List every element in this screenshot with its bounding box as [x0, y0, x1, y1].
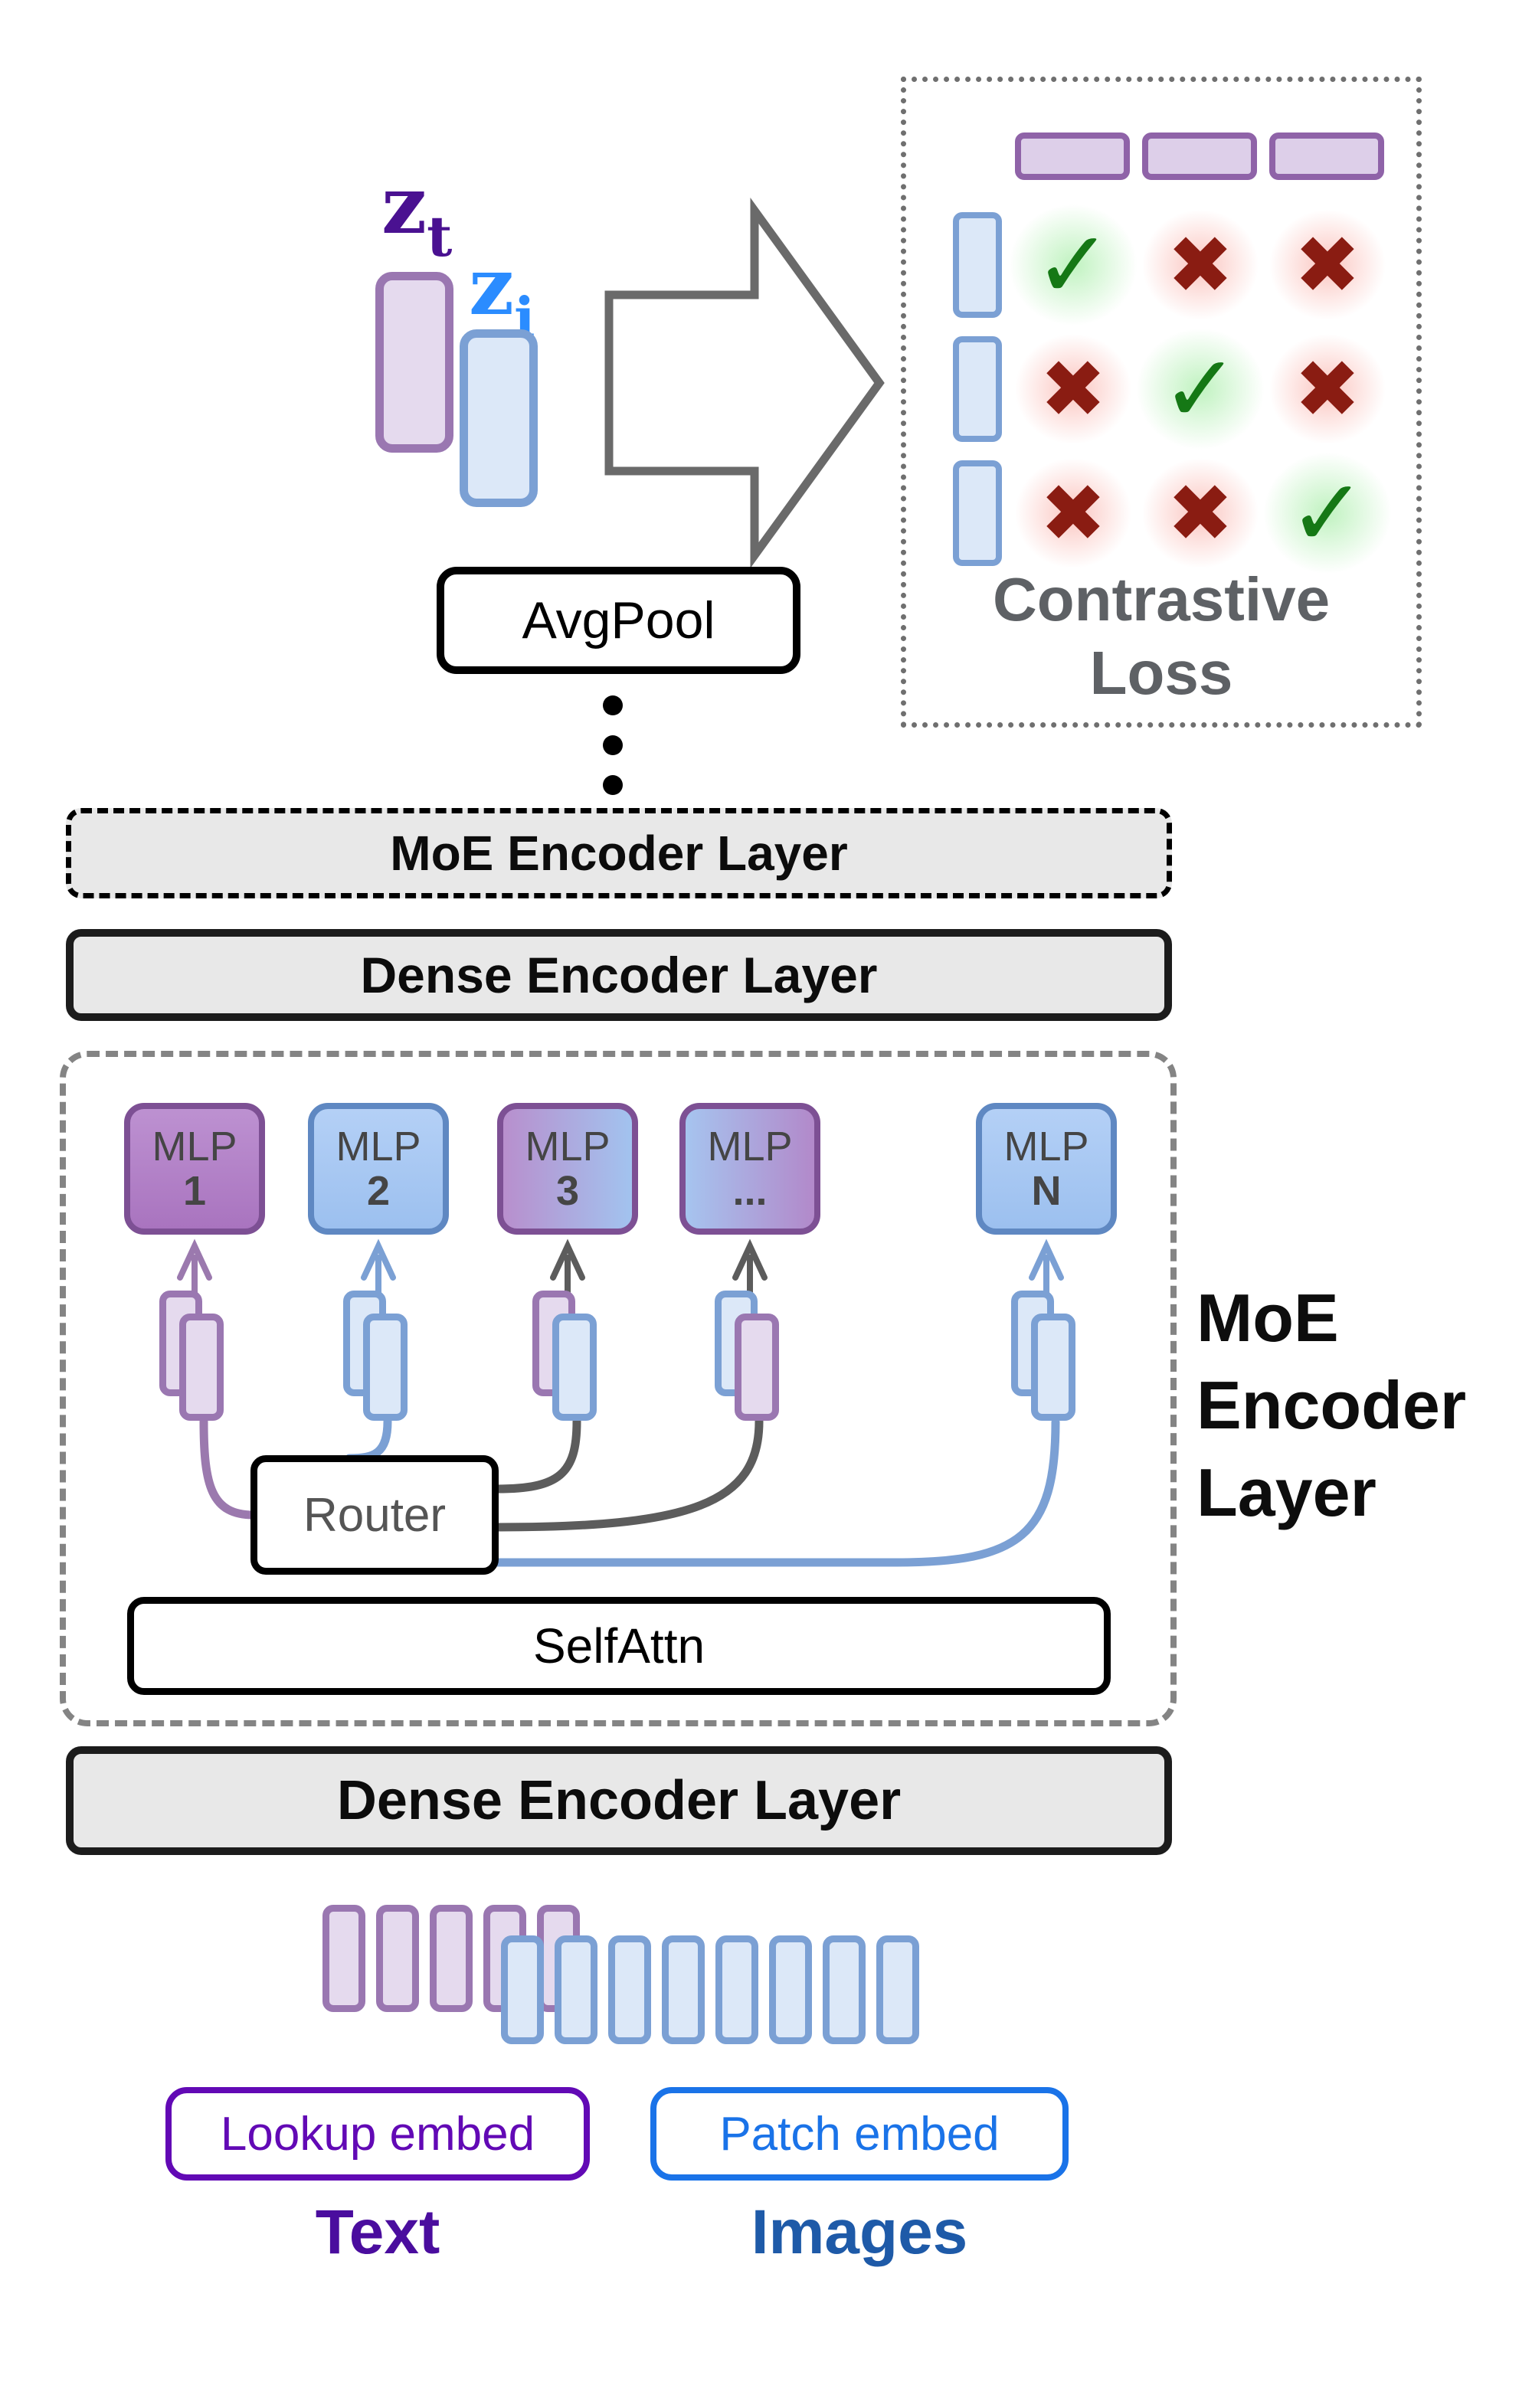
routed-token-front — [179, 1314, 224, 1421]
mismatch-cross-icon: ✖ — [1000, 444, 1146, 582]
expert-mlp-ellipsis: MLP... — [679, 1103, 820, 1235]
image-input-token — [608, 1935, 651, 2044]
image-token-row-header — [953, 336, 1002, 442]
match-check-icon: ✓ — [1255, 444, 1400, 582]
contrastive-loss-box: ✓ ✖ ✖ ✖ ✓ ✖ ✖ ✖ ✓ Contrastive Loss — [901, 77, 1422, 728]
mismatch-cross-icon: ✖ — [1255, 320, 1400, 458]
routed-token-front — [735, 1314, 779, 1421]
ellipsis-dot — [603, 735, 623, 755]
image-input-token — [769, 1935, 812, 2044]
avgpool-label: AvgPool — [522, 591, 715, 649]
moe-encoder-layer-bar: MoE Encoder Layer — [66, 808, 1172, 898]
selfattn-box: SelfAttn — [127, 1597, 1111, 1695]
avgpool-box: AvgPool — [437, 567, 800, 674]
text-input-token — [430, 1905, 473, 2012]
text-input-token — [322, 1905, 365, 2012]
patch-embed-box: Patch embed — [650, 2087, 1069, 2181]
text-modality-caption: Text — [315, 2197, 440, 2267]
lookup-embed-box: Lookup embed — [165, 2087, 590, 2181]
text-token-column-header — [1015, 133, 1130, 180]
dense-encoder-layer-bottom-bar: Dense Encoder Layer — [66, 1746, 1172, 1855]
match-check-icon: ✓ — [1000, 196, 1146, 334]
mismatch-cross-icon: ✖ — [1255, 196, 1400, 334]
router-box: Router — [250, 1455, 499, 1575]
image-pooled-token — [460, 329, 538, 507]
big-right-arrow-icon — [604, 198, 885, 568]
text-input-token — [376, 1905, 419, 2012]
image-input-token — [715, 1935, 758, 2044]
mismatch-cross-icon: ✖ — [1128, 444, 1273, 582]
moe-layer-detail-box — [60, 1051, 1177, 1726]
routed-token-front — [1031, 1314, 1075, 1421]
image-token-row-header — [953, 212, 1002, 318]
moe-encoder-layer-side-label: MoE Encoder Layer — [1196, 1280, 1467, 1530]
ellipsis-dot — [603, 775, 623, 795]
routed-token-front — [552, 1314, 597, 1421]
image-input-token — [501, 1935, 544, 2044]
routed-token-front — [363, 1314, 408, 1421]
text-token-column-header — [1269, 133, 1384, 180]
images-modality-caption: Images — [751, 2197, 968, 2267]
match-check-icon: ✓ — [1128, 320, 1273, 458]
image-input-token — [876, 1935, 919, 2044]
image-token-row-header — [953, 460, 1002, 566]
text-token-column-header — [1142, 133, 1257, 180]
mismatch-cross-icon: ✖ — [1128, 196, 1273, 334]
dense-encoder-layer-top-bar: Dense Encoder Layer — [66, 929, 1172, 1021]
contrastive-loss-title: Contrastive Loss — [992, 565, 1331, 707]
image-input-token — [555, 1935, 597, 2044]
text-pooled-token — [375, 272, 453, 453]
image-input-token — [823, 1935, 866, 2044]
zt-label: zt — [381, 158, 453, 269]
ellipsis-dot — [603, 695, 623, 715]
image-input-token — [662, 1935, 705, 2044]
mismatch-cross-icon: ✖ — [1000, 320, 1146, 458]
